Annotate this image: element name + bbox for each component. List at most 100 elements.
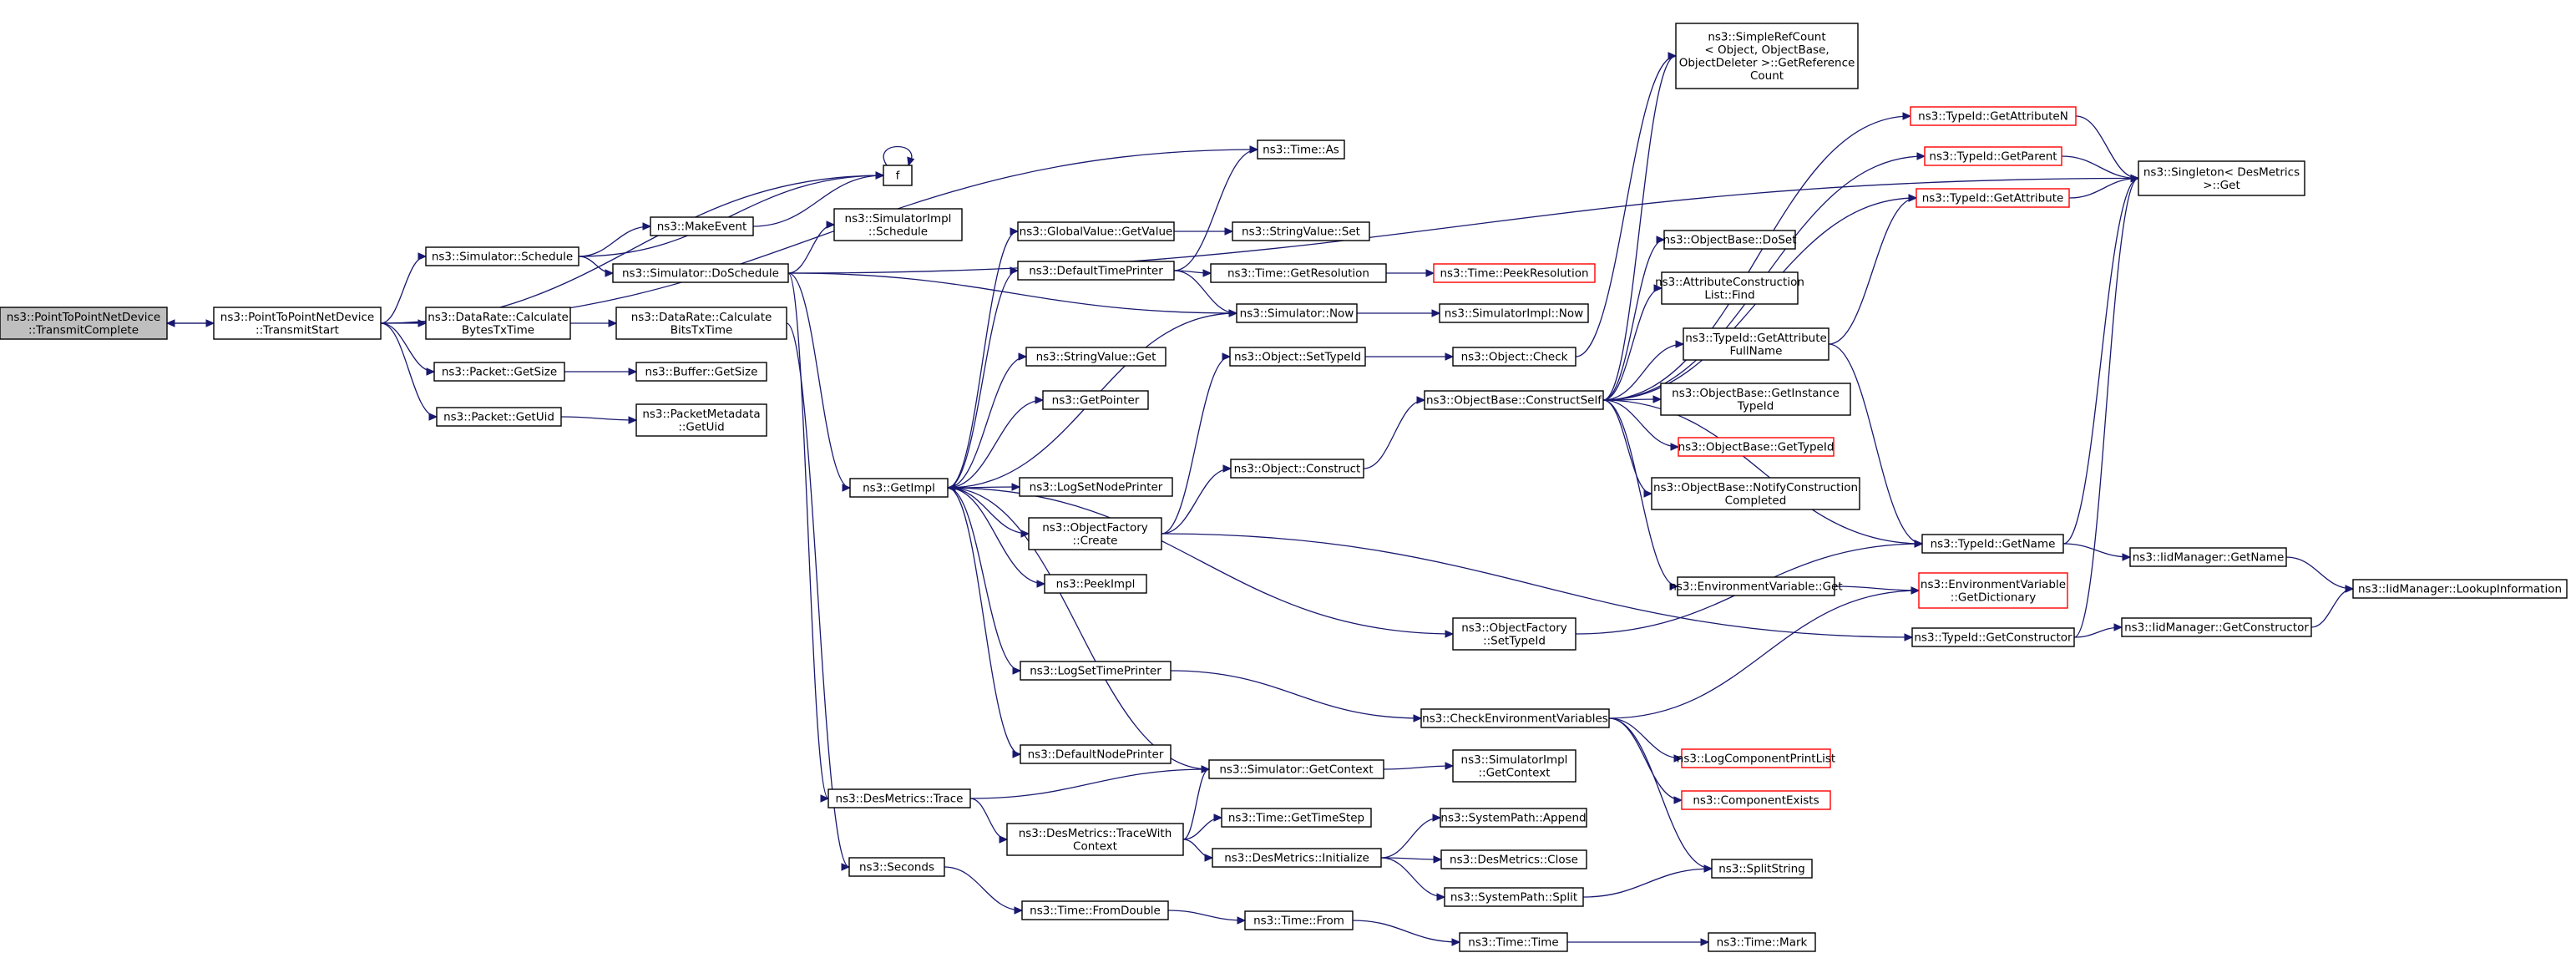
function-node[interactable]: ns3::IidManager::LookupInformation [2352,579,2568,599]
arrowhead [1916,152,1926,160]
function-node[interactable]: ns3::PointToPointNetDevice::TransmitStar… [213,307,382,340]
function-node[interactable]: ns3::ObjectBase::NotifyConstructionCompl… [1651,477,1860,510]
function-node[interactable]: ns3::EnvironmentVariable::GetDictionary [1918,572,2068,609]
edge-line [2310,588,2354,628]
function-node[interactable]: ns3::Time::From [1244,910,1354,930]
node-box [425,307,571,340]
call-edge [1828,194,1918,345]
function-node[interactable]: ns3::Packet::GetSize [433,362,565,382]
edge-line [2068,177,2139,199]
function-node[interactable]: ns3::Singleton< DesMetrics>::Get [2138,160,2305,196]
node-label: ns3::Time::Time [1468,936,1558,950]
function-node[interactable]: ns3::Time::Time [1459,932,1568,952]
function-node[interactable]: ns3::PeekImpl [1044,574,1147,594]
call-edge [1380,814,1442,859]
edge-line [1582,868,1713,898]
function-node[interactable]: ns3::DesMetrics::Initialize [1212,848,1382,868]
function-node[interactable]: ns3::Time::As [1257,139,1345,160]
function-node[interactable]: ns3::Object::Check [1452,347,1576,367]
function-node[interactable]: ns3::Packet::GetUid [436,407,562,427]
node-box [1229,347,1366,367]
arrowhead [1653,284,1663,292]
call-edge [1828,343,1924,548]
call-edge [1602,52,1678,401]
node-box [883,165,913,186]
function-node[interactable]: ns3::DefaultTimePrinter [1017,261,1175,281]
node-box [1711,859,1813,879]
node-label: ns3::Simulator::GetContext [1219,763,1373,777]
function-node[interactable]: ns3::PacketMetadata::GetUid [635,403,767,437]
function-node[interactable]: ns3::Object::SetTypeId [1229,347,1366,367]
function-node[interactable]: ns3::ObjectBase::ConstructSelf [1424,390,1604,410]
function-node[interactable]: ns3::TypeId::GetParent [1924,146,2062,166]
function-node[interactable]: ns3::Time::GetTimeStep [1221,808,1372,828]
arrowhead [1035,396,1045,404]
function-node[interactable]: ns3::SplitString [1711,859,1813,879]
function-node[interactable]: ns3::Time::FromDouble [1021,900,1169,920]
function-node[interactable]: ns3::ObjectBase::GetTypeId [1678,437,1835,457]
node-label: Context [1073,839,1117,853]
function-node[interactable]: ns3::LogSetTimePrinter [1020,661,1172,681]
function-node[interactable]: ns3::StringValue::Get [1025,347,1167,367]
function-node[interactable]: f [883,165,913,186]
node-label: ns3::Packet::GetUid [443,411,554,424]
function-node[interactable]: ns3::PointToPointNetDevice::TransmitComp… [0,307,168,340]
node-box [1257,139,1345,160]
function-node[interactable]: ns3::DesMetrics::Trace [827,788,971,808]
function-node[interactable]: ns3::LogComponentPrintList [1677,748,1835,768]
function-node[interactable]: ns3::Simulator::DoSchedule [612,263,789,283]
function-node[interactable]: ns3::ObjectBase::DoSet [1663,230,1797,250]
function-node[interactable]: ns3::IidManager::GetName [2129,547,2287,567]
function-node[interactable]: ns3::Simulator::Schedule [425,246,579,266]
function-node[interactable]: ns3::SystemPath::Append [1440,808,1587,828]
function-node[interactable]: ns3::ObjectFactory::SetTypeId [1452,617,1576,651]
function-node[interactable]: ns3::ComponentExists [1681,790,1831,810]
function-node[interactable]: ns3::StringValue::Set [1232,221,1370,241]
node-box [615,307,787,340]
function-node[interactable]: ns3::Time::Mark [1708,932,1816,952]
function-node[interactable]: ns3::MakeEvent [650,216,754,236]
node-label: ns3::DesMetrics::Initialize [1224,852,1369,865]
function-node[interactable]: ns3::GetPointer [1042,390,1149,410]
call-edge [1161,352,1232,535]
function-node[interactable]: ns3::SystemPath::Split [1444,887,1584,907]
function-node[interactable]: ns3::EnvironmentVariable::Get [1669,576,1843,596]
arrowhead [1445,352,1455,361]
function-node[interactable]: ns3::DesMetrics::Close [1440,849,1587,869]
function-node[interactable]: ns3::SimpleRefCount< Object, ObjectBase,… [1675,23,1859,89]
node-box [1424,390,1604,410]
arrowhead [205,319,215,327]
function-node[interactable]: ns3::Time::GetResolution [1210,263,1387,283]
function-node[interactable]: ns3::CheckEnvironmentVariables [1420,708,1610,728]
function-node[interactable]: ns3::Simulator::GetContext [1208,759,1384,779]
function-node[interactable]: ns3::TypeId::GetName [1921,534,2064,554]
node-label: ns3::PeekImpl [1056,578,1136,591]
function-node[interactable]: ns3::GetImpl [849,478,949,498]
function-node[interactable]: ns3::TypeId::GetAttribute [1916,188,2070,208]
function-node[interactable]: ns3::Time::PeekResolution [1433,263,1596,283]
function-node[interactable]: ns3::SimulatorImpl::Schedule [833,208,963,241]
edge-line [1602,399,1679,448]
function-node[interactable]: ns3::Buffer::GetSize [635,362,767,382]
function-node[interactable]: ns3::SimulatorImpl::Now [1439,303,1589,323]
function-node[interactable]: ns3::Simulator::Now [1236,303,1358,323]
function-node[interactable]: ns3::GlobalValue::GetValue [1017,221,1175,241]
function-node[interactable]: ns3::Seconds [848,857,945,877]
node-box [1452,617,1576,651]
function-node[interactable]: ns3::TypeId::GetAttributeN [1910,106,2077,126]
call-edge [947,487,1022,675]
node-label: ns3::LogComponentPrintList [1677,753,1835,766]
function-node[interactable]: ns3::DefaultNodePrinter [1020,744,1172,764]
function-node[interactable]: ns3::TypeId::GetConstructor [1911,627,2075,647]
function-node[interactable]: ns3::IidManager::GetConstructor [2121,617,2312,637]
function-node[interactable]: ns3::ObjectFactory::Create [1028,517,1162,550]
function-node[interactable]: ns3::SimulatorImpl::GetContext [1452,749,1576,783]
function-node[interactable]: ns3::LogSetNodePrinter [1019,477,1173,497]
function-node[interactable]: ns3::Object::Construct [1230,459,1364,479]
